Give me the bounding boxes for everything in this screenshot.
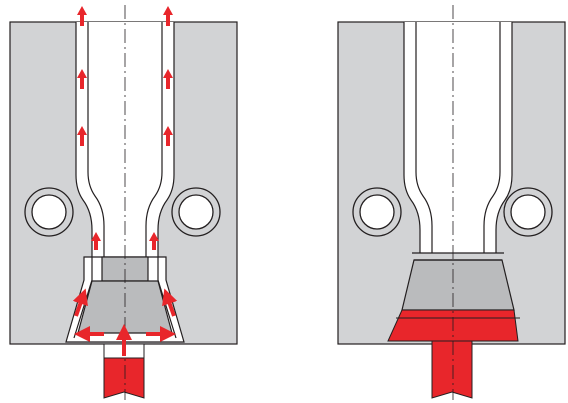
flow-arrow-icon [77, 6, 87, 26]
flow-arrow-icon [163, 6, 173, 26]
flow-arrow-icon [149, 232, 159, 250]
right-channel [404, 22, 512, 253]
right-stem [431, 340, 473, 399]
flow-arrow-icon [163, 69, 173, 89]
left-hole-left [24, 187, 74, 237]
right-channel-outer-wall-r [495, 22, 513, 253]
right-channel-inner-wall-l [415, 22, 433, 253]
right-hole-right [503, 187, 553, 237]
right-channel-outer-wall-l [403, 22, 421, 253]
left-channel-outer-wall-r [157, 22, 175, 257]
flow-arrow-icon [72, 288, 88, 317]
left-flow-arrows [77, 6, 173, 250]
left-channel-outer-wall-l [75, 22, 93, 257]
flow-arrow-icon [77, 69, 87, 89]
left-hole-right [171, 187, 221, 237]
flow-arrow-icon [91, 232, 101, 250]
left-cavity-inner [73, 257, 177, 339]
right-piston-cone [401, 259, 515, 311]
left-flow-arrows-lower [72, 288, 178, 356]
left-panel [9, 5, 238, 400]
left-channel-inner-wall-r [145, 22, 163, 257]
flow-arrow-icon [163, 126, 173, 146]
right-hole-left [352, 187, 402, 237]
right-panel [337, 5, 566, 400]
flow-arrow-icon [77, 126, 87, 146]
right-channel-inner-wall-r [483, 22, 501, 253]
left-channel-inner-wall-l [87, 22, 105, 257]
flow-arrow-icon [162, 288, 178, 317]
